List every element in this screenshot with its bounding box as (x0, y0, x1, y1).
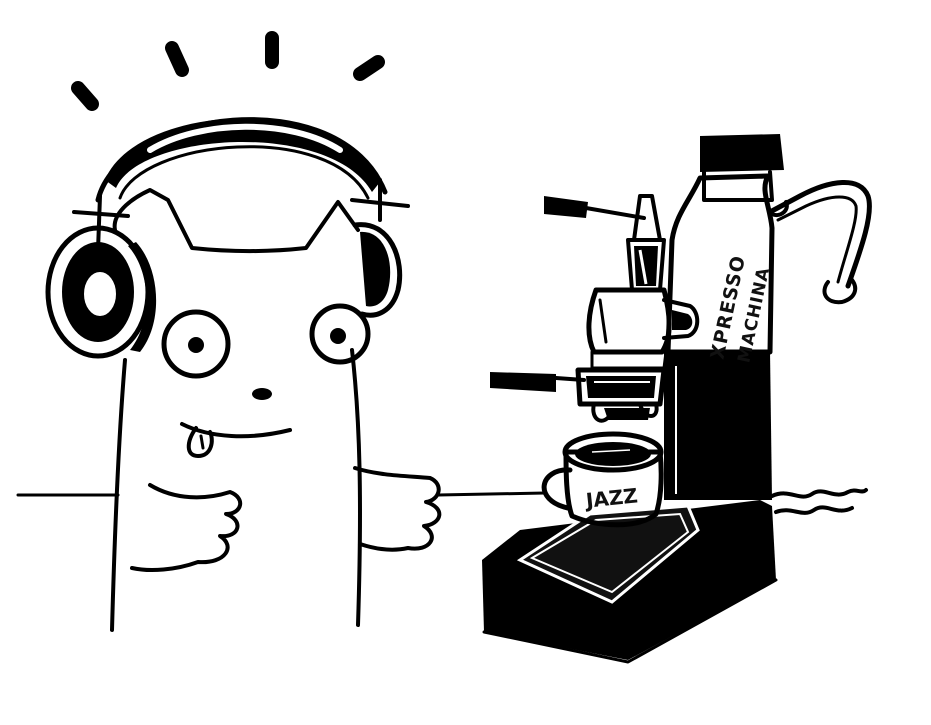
left-earcup (45, 225, 157, 359)
cat-tongue (186, 426, 214, 458)
portafilter (490, 367, 667, 423)
boiler-cap (700, 134, 784, 172)
drip-tray (520, 506, 698, 602)
cat-mouth (180, 422, 292, 439)
jazz-cup: JAZZ (541, 431, 664, 528)
table-line (16, 491, 547, 497)
cat-right-hand (353, 466, 442, 552)
espresso-machine: XPRESSO MACHINA (482, 134, 872, 664)
boiler-lower (664, 350, 772, 500)
cup-label: JAZZ (583, 483, 639, 513)
headphones-band-inner (118, 145, 370, 200)
excitement-marks (71, 31, 385, 111)
boiler-upper (665, 173, 775, 355)
cat-body-left (110, 358, 127, 632)
cat-head-outline (112, 188, 360, 253)
cat-left-hand (130, 483, 242, 572)
right-earcup (352, 222, 403, 318)
upper-lever (544, 194, 662, 242)
cat-left-eye (161, 309, 231, 379)
steam-wand (767, 180, 872, 289)
cat-body-right (350, 348, 362, 627)
headphones (45, 117, 410, 359)
cat-character (110, 188, 442, 632)
cat-nose (252, 388, 272, 400)
cat-right-eye (309, 303, 371, 365)
power-cord (770, 488, 868, 499)
